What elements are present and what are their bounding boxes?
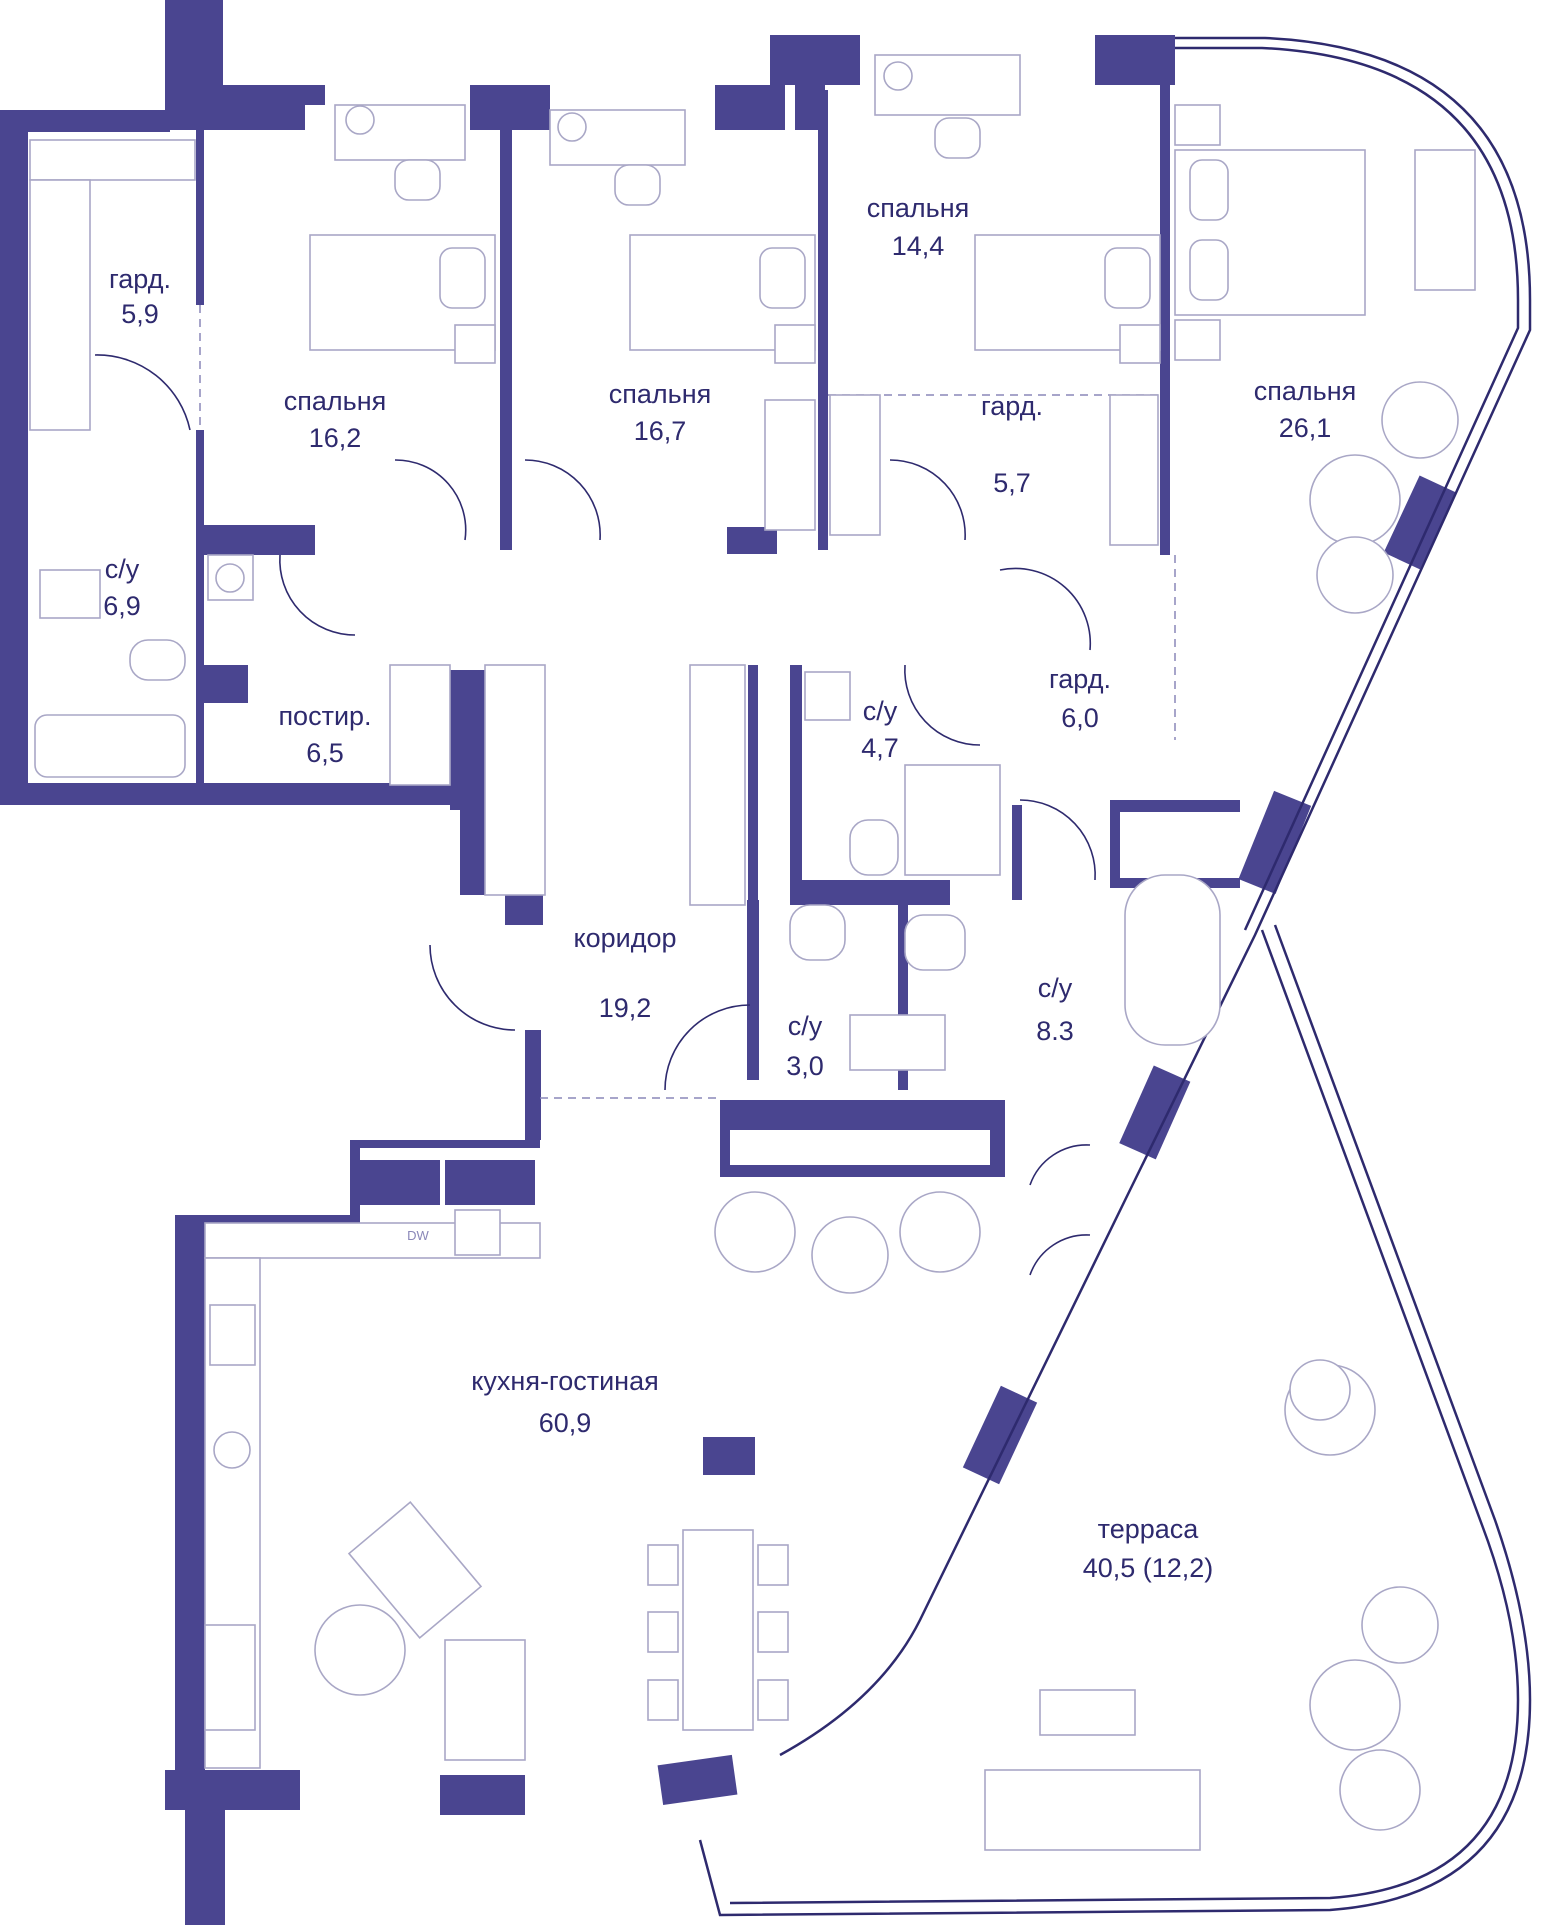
room-area-corridor: 19,2	[599, 993, 652, 1023]
room-area-bedroom-4: 26,1	[1279, 413, 1332, 443]
room-area-living: 60,9	[539, 1408, 592, 1438]
doors	[94, 354, 1096, 1276]
dishwasher-label: DW	[407, 1228, 429, 1243]
room-name-bedroom-2: спальня	[609, 379, 712, 409]
room-area-laundry: 6,5	[306, 738, 344, 768]
room-area-bedroom-2: 16,7	[634, 416, 687, 446]
room-area-bedroom-1: 16,2	[309, 423, 362, 453]
room-name-bedroom-4: спальня	[1254, 376, 1357, 406]
room-name-bath-4: с/у	[1038, 973, 1073, 1003]
room-name-terrace: терраса	[1098, 1514, 1200, 1544]
room-area-terrace: 40,5 (12,2)	[1083, 1553, 1214, 1583]
room-area-gard-3: 6,0	[1061, 703, 1099, 733]
room-area-bedroom-3: 14,4	[892, 231, 945, 261]
room-name-bath-1: с/у	[105, 554, 140, 584]
room-area-bath-4: 8.3	[1036, 1016, 1074, 1046]
zone-lines	[199, 305, 1176, 1099]
room-name-bath-2: с/у	[863, 696, 898, 726]
facade-lines	[698, 36, 1532, 1917]
room-area-bath-3: 3,0	[786, 1051, 824, 1081]
room-name-gard-2: гард.	[981, 391, 1043, 421]
room-labels: гард. 5,9 спальня 16,2 спальня 16,7 спал…	[103, 193, 1356, 1583]
room-name-bath-3: с/у	[788, 1011, 823, 1041]
room-area-gard-2: 5,7	[993, 468, 1031, 498]
room-area-bath-2: 4,7	[861, 733, 899, 763]
room-name-gard-1: гард.	[109, 264, 171, 294]
room-area-bath-1: 6,9	[103, 591, 141, 621]
room-name-laundry: постир.	[278, 701, 371, 731]
room-name-living: кухня-гостиная	[471, 1366, 658, 1396]
room-name-gard-3: гард.	[1049, 664, 1111, 694]
room-area-gard-1: 5,9	[121, 299, 159, 329]
furniture	[29, 54, 1476, 1851]
room-name-corridor: коридор	[573, 923, 676, 953]
room-name-bedroom-3: спальня	[867, 193, 970, 223]
walls	[0, 0, 1456, 1925]
room-name-bedroom-1: спальня	[284, 386, 387, 416]
